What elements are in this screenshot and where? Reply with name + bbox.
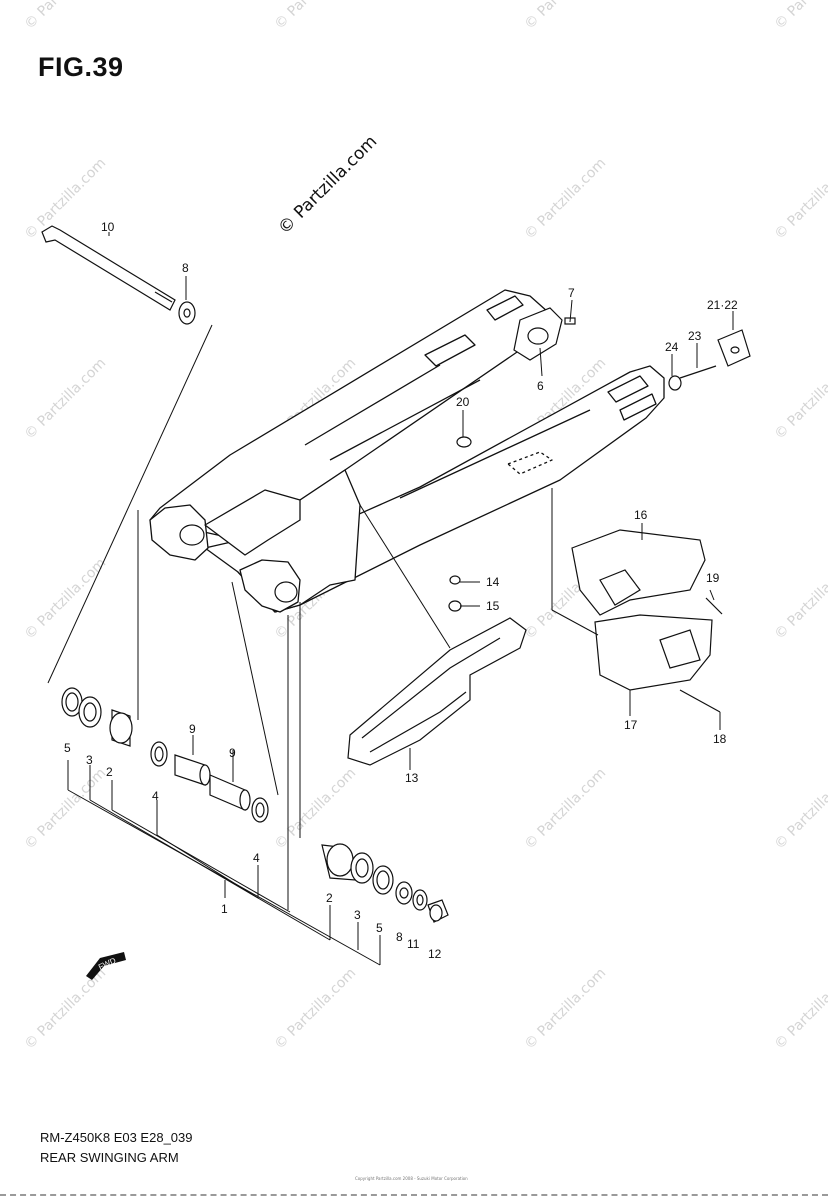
copyright-note: Copyright Partzilla.com 2008 - Suzuki Mo… xyxy=(355,1176,468,1181)
pivot-holes xyxy=(179,524,298,603)
model-code: RM-Z450K8 E03 E28_039 xyxy=(40,1130,193,1145)
watermark: © Partzilla.com xyxy=(22,0,110,33)
callout-9: 9 xyxy=(189,722,196,736)
pivot-shaft xyxy=(41,225,176,311)
callout-labels: 10 8 7 21·22 23 24 6 20 16 14 15 19 17 1… xyxy=(64,220,738,961)
watermark: © Partzilla.com xyxy=(772,0,828,33)
right-bearings xyxy=(321,843,449,923)
callout-2: 2 xyxy=(326,891,333,905)
callout-3: 3 xyxy=(354,908,361,922)
watermark: © Partzilla.com xyxy=(522,0,610,33)
callout-18: 18 xyxy=(713,732,727,746)
callout-24: 24 xyxy=(665,340,679,354)
callout-9: 9 xyxy=(229,746,236,760)
watermark: © Partzilla.com xyxy=(772,765,828,853)
callout-6: 6 xyxy=(537,379,544,393)
diagram-name: REAR SWINGING ARM xyxy=(40,1150,179,1165)
watermark: © Partzilla.com xyxy=(522,155,610,243)
callout-5: 5 xyxy=(376,921,383,935)
callout-23: 23 xyxy=(688,329,702,343)
spacer-20 xyxy=(456,436,472,448)
watermark: © Partzilla.com xyxy=(272,765,360,853)
watermark: © Partzilla.com xyxy=(22,555,110,643)
callout-12: 12 xyxy=(428,947,442,961)
watermark: © Partzilla.com xyxy=(22,965,110,1053)
chain-guide xyxy=(571,529,723,713)
chain-slider xyxy=(347,575,527,766)
watermark: © Partzilla.com xyxy=(772,555,828,643)
leader-lines xyxy=(47,232,734,966)
callout-20: 20 xyxy=(456,395,470,409)
watermark: © Partzilla.com xyxy=(22,765,110,853)
callout-16: 16 xyxy=(634,508,648,522)
watermark: © Partzilla.com xyxy=(22,355,110,443)
swingarm xyxy=(149,289,665,613)
watermark: © Partzilla.com xyxy=(22,155,110,243)
callout-2: 2 xyxy=(106,765,113,779)
callout-14: 14 xyxy=(486,575,500,589)
watermark: © Partzilla.com xyxy=(522,765,610,853)
figure-title: FIG.39 xyxy=(38,52,124,82)
callout-8: 8 xyxy=(396,930,403,944)
callout-17: 17 xyxy=(624,718,638,732)
watermark-main: © Partzilla.com xyxy=(274,132,381,239)
callout-19: 19 xyxy=(706,571,720,585)
callout-7: 7 xyxy=(568,286,575,300)
callout-1: 1 xyxy=(221,902,228,916)
watermark: © Partzilla.com xyxy=(772,155,828,243)
callout-3: 3 xyxy=(86,753,93,767)
callout-4: 4 xyxy=(152,789,159,803)
collars-and-seals xyxy=(150,741,269,823)
callout-5: 5 xyxy=(64,741,71,755)
watermark: © Partzilla.com xyxy=(522,965,610,1053)
washer-8-top xyxy=(178,301,196,325)
watermark: © Partzilla.com xyxy=(272,0,360,33)
callout-21-22: 21·22 xyxy=(707,298,738,312)
bottom-rule xyxy=(0,1194,828,1196)
callout-15: 15 xyxy=(486,599,500,613)
callout-11: 11 xyxy=(407,937,420,951)
watermark: © Partzilla.com xyxy=(272,965,360,1053)
callout-10: 10 xyxy=(101,220,115,234)
watermark: © Partzilla.com xyxy=(772,355,828,443)
chain-adjusters xyxy=(513,307,751,391)
callout-8: 8 xyxy=(182,261,189,275)
watermark: © Partzilla.com xyxy=(772,965,828,1053)
callout-13: 13 xyxy=(405,771,419,785)
left-bearings xyxy=(61,687,133,747)
callout-4: 4 xyxy=(253,851,260,865)
